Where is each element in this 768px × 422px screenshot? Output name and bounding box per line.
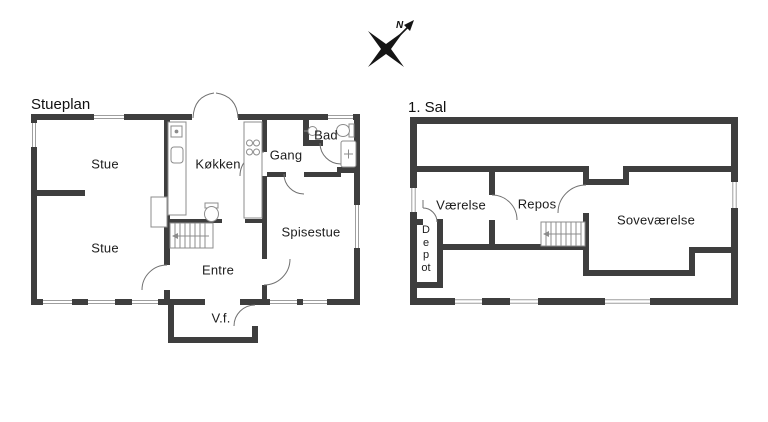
bath-toilet-icon — [336, 123, 355, 138]
window — [270, 299, 297, 305]
first-floor-windows — [410, 182, 738, 305]
first-floor-doors — [422, 184, 587, 223]
double-door-arc — [192, 92, 215, 119]
door-arc — [263, 258, 291, 286]
room-label-spisestue: Spisestue — [281, 224, 341, 240]
room-label-repos: Repos — [517, 196, 557, 212]
first-floor-stairs — [540, 221, 586, 247]
door-arc — [491, 194, 518, 221]
fireplace — [150, 196, 168, 228]
kitchen-counter-right — [243, 121, 263, 219]
compass-north-arrow — [385, 23, 412, 50]
room-label-vf: V.f. — [211, 310, 231, 326]
window — [31, 123, 37, 147]
room-label-sovevaerelse: Soveværelse — [616, 212, 696, 228]
window — [328, 114, 353, 120]
kitchen-counter-left — [167, 121, 187, 216]
window — [605, 298, 650, 305]
room-label-gang: Gang — [269, 147, 303, 163]
room-label-vaerelse: Værelse — [436, 197, 486, 213]
compass-north-label: N — [396, 20, 404, 31]
door-arc — [283, 173, 305, 195]
shower-icon — [340, 140, 357, 168]
door-arc — [233, 304, 256, 327]
room-label-bad: Bad — [314, 127, 338, 143]
ground-floor-windows — [31, 114, 360, 305]
window — [510, 298, 538, 305]
ground-floor-stairs — [169, 222, 214, 249]
ground-floor-plan — [31, 92, 360, 343]
sink-icon — [170, 146, 184, 164]
window — [132, 299, 158, 305]
bath-sink-icon — [304, 126, 318, 136]
ground-floor-walls — [31, 114, 360, 343]
stove-icon — [246, 139, 260, 156]
window — [43, 299, 72, 305]
window — [94, 114, 124, 120]
room-label-koekken: Køkken — [195, 156, 241, 172]
window — [88, 299, 115, 305]
first-floor-walls — [410, 117, 738, 305]
first-floor-plan — [410, 117, 738, 305]
room-label-stue-top: Stue — [91, 156, 119, 172]
window — [410, 188, 417, 212]
door-arc — [422, 207, 438, 223]
compass-arrowhead — [404, 20, 414, 31]
toilet-icon — [204, 202, 219, 222]
compass-rose — [368, 20, 414, 67]
door-arc — [557, 184, 587, 214]
window — [303, 299, 327, 305]
room-label-stue-bottom: Stue — [91, 240, 119, 256]
first-floor-title: 1. Sal — [408, 99, 447, 116]
window — [455, 298, 482, 305]
door-arc — [319, 142, 342, 165]
ground-floor-fixtures — [150, 121, 357, 228]
window — [731, 182, 738, 208]
door-arc — [141, 264, 168, 291]
room-label-depot: Depot — [421, 224, 431, 274]
room-label-entre: Entre — [201, 262, 235, 278]
ground-floor-title: Stueplan — [31, 96, 91, 113]
window — [354, 205, 360, 248]
double-door-arc — [215, 92, 239, 119]
